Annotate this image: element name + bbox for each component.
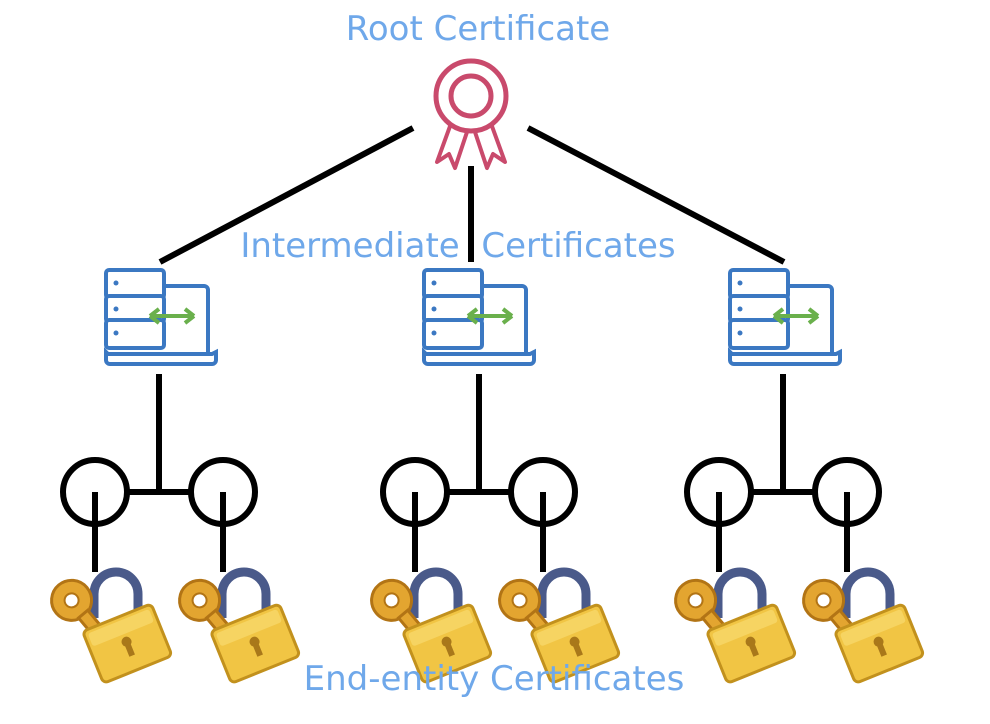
root-connector-lines [158,125,786,265]
server-laptop-icon [728,268,842,366]
end-entity-connectors [60,374,882,572]
key-lock-icon [795,572,924,683]
key-lock-icon [171,572,300,683]
server-laptop-icon [422,268,536,366]
intermediate-certificates-label: Intermediate Certificates [240,226,676,266]
connector-root-to-intermediate-1 [158,125,415,265]
server-laptop-icon [104,268,218,366]
ribbon-badge-icon [436,61,506,168]
root-certificate-label: Root Certificate [345,9,611,49]
key-lock-icon [43,572,172,683]
connector-root-to-intermediate-3 [526,125,786,265]
end-entity-certificates-label: End-entity Certificates [303,659,685,699]
key-lock-icon [667,572,796,683]
